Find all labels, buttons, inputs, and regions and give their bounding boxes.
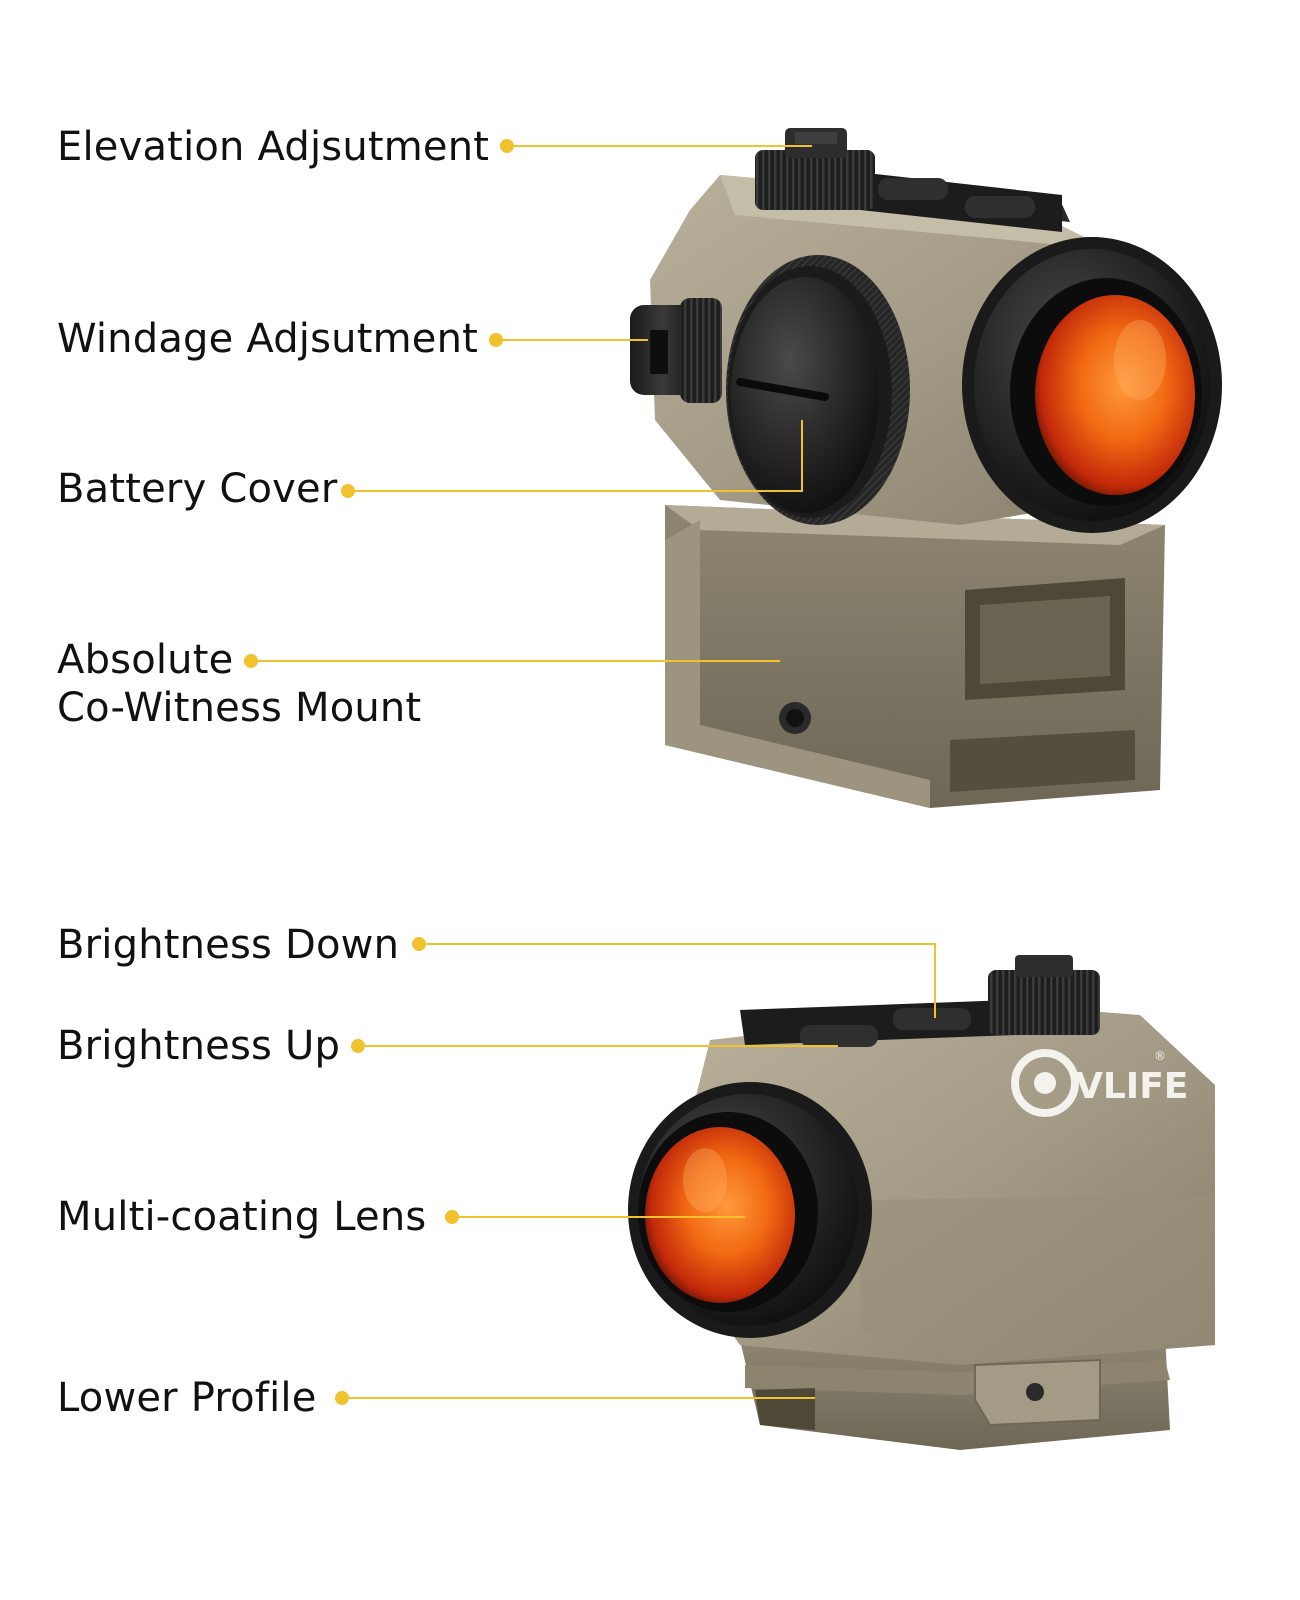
registered-mark: ® xyxy=(1154,1049,1166,1063)
label-lower-profile: Lower Profile xyxy=(57,1375,317,1421)
callout-elevation xyxy=(500,139,812,153)
label-mount-line2: Co-Witness Mount xyxy=(57,685,422,731)
label-mount-line1: Absolute xyxy=(57,637,234,683)
label-co-witness-mount: Absolute Co-Witness Mount xyxy=(57,636,421,732)
brightness-up-button xyxy=(800,1025,878,1047)
elevation-turret-lower xyxy=(988,970,1100,1035)
brightness-down-button-top xyxy=(878,178,948,200)
callout-windage xyxy=(489,333,648,347)
multi-coating-lens xyxy=(645,1127,795,1303)
callout-brightness-up xyxy=(351,1039,838,1053)
brand-logo-icon xyxy=(1011,1049,1079,1117)
battery-slot xyxy=(736,378,829,401)
label-elevation-adjustment: Elevation Adjsutment xyxy=(57,124,490,170)
label-brightness-up: Brightness Up xyxy=(57,1023,341,1069)
clamp-screw-icon xyxy=(1026,1383,1044,1401)
label-battery-cover: Battery Cover xyxy=(57,466,338,512)
callout-brightness-down xyxy=(412,937,936,1018)
label-multi-coating-lens: Multi-coating Lens xyxy=(57,1194,427,1240)
brightness-down-button xyxy=(893,1008,971,1030)
callout-lens xyxy=(445,1210,745,1224)
brightness-up-button-top xyxy=(965,196,1035,218)
callout-profile xyxy=(335,1391,815,1405)
bottom-sight: VLIFE ® xyxy=(628,955,1215,1450)
callout-battery xyxy=(341,420,803,498)
elevation-turret xyxy=(755,150,875,210)
callouts xyxy=(244,139,936,1405)
label-brightness-down: Brightness Down xyxy=(57,922,400,968)
objective-lens xyxy=(1035,295,1195,495)
callout-mount xyxy=(244,654,780,668)
label-windage-adjustment: Windage Adjsutment xyxy=(57,316,479,362)
brand-logo-text: VLIFE xyxy=(1075,1066,1188,1107)
top-sight xyxy=(630,128,1222,808)
